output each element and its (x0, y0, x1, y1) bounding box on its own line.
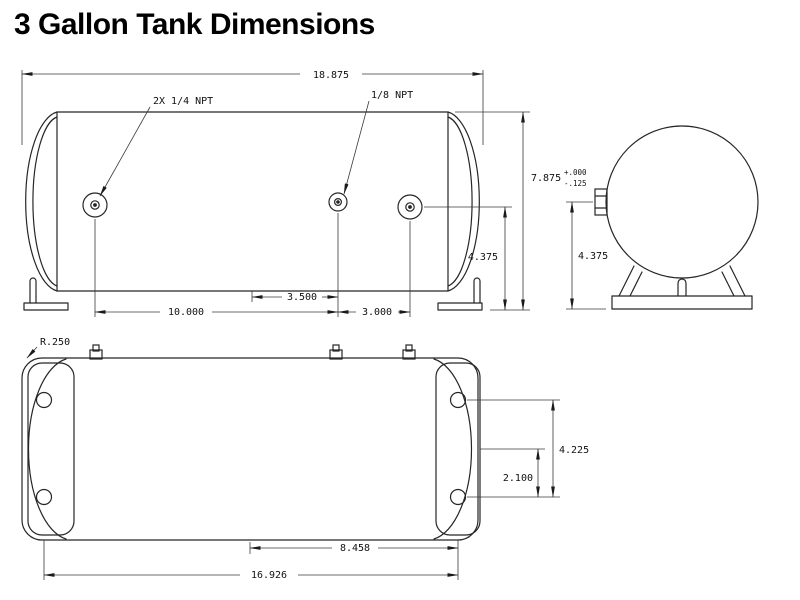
side-view-port-eighth (328, 192, 348, 212)
dim-hole-span-vertical-text: 4.225 (559, 445, 589, 456)
dim-hole-offset-center-text: 2.100 (503, 473, 533, 484)
callout-corner-radius: R.250 (26, 337, 70, 359)
plan-left-strap (27, 362, 75, 536)
side-view-left-foot (23, 277, 69, 311)
end-view-base-bracket (611, 265, 753, 310)
callout-port-eighth: 1/8 NPT (343, 90, 413, 195)
side-view-tank-outline (25, 111, 480, 292)
plan-view: R.250 4.225 2.100 8.458 (21, 337, 589, 581)
callout-port-quarter: 2X 1/4 NPT (99, 96, 213, 197)
dim-port-spacing-right-text: 3.000 (362, 307, 392, 318)
dim-strap-holes-vertical: 4.225 2.100 (467, 399, 589, 498)
dim-port-spacing-left-text: 10.000 (168, 307, 204, 318)
corner-radius-label: R.250 (40, 337, 70, 348)
dim-centerline-height-end: 4.375 (566, 201, 608, 310)
plan-right-strap (435, 362, 481, 536)
dim-centerline-height-side: 4.375 (424, 206, 512, 311)
dim-hole-span-half-text: 8.458 (340, 543, 370, 554)
end-view-port-boss (594, 188, 608, 216)
end-view-tank-circle (605, 125, 759, 279)
end-view: 4.375 (566, 125, 759, 310)
dim-overall-length: 18.875 (21, 70, 484, 145)
page-title: 3 Gallon Tank Dimensions (14, 8, 375, 41)
side-view: 2X 1/4 NPT 1/8 NPT 18.875 7.875 +.000 -.… (21, 70, 587, 318)
dim-strap-span-horizontal: 8.458 16.926 (43, 540, 459, 581)
dim-hole-span-full-text: 16.926 (251, 570, 287, 581)
port-eighth-label: 1/8 NPT (371, 90, 413, 101)
dim-overall-length-text: 18.875 (313, 70, 349, 81)
plan-port-bosses (89, 344, 416, 360)
dim-port-spacing-center-text: 3.500 (287, 292, 317, 303)
dim-centerline-height-side-text: 4.375 (468, 252, 498, 263)
dim-tank-height-tol-minus: -.125 (564, 179, 587, 188)
dim-port-spacing-chain: 3.500 10.000 3.000 (94, 213, 411, 318)
port-quarter-label: 2X 1/4 NPT (153, 96, 213, 107)
dim-tank-height-text: 7.875 (531, 173, 561, 184)
dim-centerline-height-end-text: 4.375 (578, 251, 608, 262)
dim-tank-height: 7.875 +.000 -.125 (455, 111, 587, 311)
dim-tank-height-tol-plus: +.000 (564, 168, 587, 177)
plan-view-tank-outline (21, 357, 479, 541)
side-view-port-quarter-right (397, 194, 423, 220)
side-view-right-foot (437, 277, 483, 311)
side-view-port-quarter-left (82, 192, 108, 218)
